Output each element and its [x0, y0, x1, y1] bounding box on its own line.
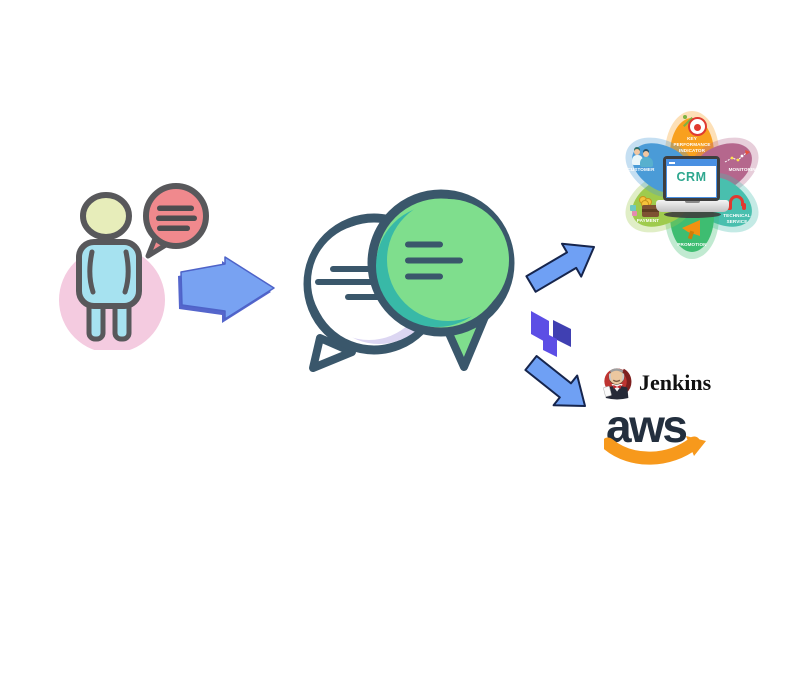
person-back — [632, 155, 643, 165]
terraform-stem — [543, 332, 557, 357]
speech-bubble-icon — [143, 183, 209, 259]
crm-screen-label: CRM — [676, 170, 707, 184]
person-front-head — [643, 150, 649, 157]
person-right-arm — [122, 249, 131, 295]
aws-logo: aws — [604, 400, 708, 468]
jenkins-mustache — [612, 379, 621, 383]
growth-chart-icon — [724, 150, 750, 163]
arrow-body — [180, 256, 275, 320]
green-chat-bubble — [367, 189, 515, 371]
target-icon — [680, 114, 710, 138]
megaphone-cone — [682, 220, 700, 236]
jenkins-mascot-icon — [603, 368, 632, 400]
jenkins-label: Jenkins — [639, 370, 712, 395]
user-figure — [59, 183, 209, 350]
chart-point — [736, 158, 740, 162]
speech-line — [157, 225, 190, 231]
aws-smile-arc — [604, 436, 701, 465]
person-left-arm — [87, 249, 96, 295]
headphones-icon — [727, 195, 746, 212]
person-icon — [76, 192, 142, 342]
petal-label-promotion: PROMOTION — [677, 242, 707, 247]
aws-label: aws — [606, 400, 688, 452]
petal-label-technical-service: TECHNICAL SERVICE — [723, 213, 751, 224]
crm-browser-window: CRM — [666, 159, 717, 198]
megaphone-icon — [682, 220, 700, 240]
browser-title-bar — [667, 160, 716, 166]
arrow-right-icon — [178, 256, 275, 323]
chat-line — [405, 257, 463, 264]
arrow-down-right-icon — [524, 355, 586, 407]
arrow-up-right-icon — [525, 242, 595, 293]
headphone-band — [729, 195, 744, 206]
crm-graphic: KEY PERFORMANCE INDICATOR MONITORING TEC… — [614, 111, 770, 259]
laptop-shadow — [664, 211, 721, 218]
white-bubble-tail — [309, 334, 356, 372]
chat-line — [330, 266, 373, 272]
chart-line — [724, 152, 747, 163]
aws-smile-icon — [604, 436, 706, 465]
chat-bubbles-icon — [303, 189, 515, 372]
person-back-head — [634, 148, 640, 155]
headphone-pad — [741, 203, 746, 210]
chart-point — [740, 154, 744, 158]
megaphone-handle — [687, 230, 695, 240]
jenkins-towel — [603, 386, 612, 397]
petal-label-customer: CUSTOMER — [627, 167, 655, 172]
petal-label-payment: PAYMENT — [636, 218, 660, 223]
aws-smile-arrowhead — [686, 436, 706, 456]
terraform-ribbon-right — [553, 320, 571, 347]
speech-line — [157, 205, 194, 211]
petal-label-monitoring: MONITORING — [728, 167, 760, 172]
chat-line — [405, 241, 443, 248]
terraform-logo-icon — [531, 311, 571, 357]
jenkins-sideburn — [621, 373, 625, 381]
gift-box — [630, 205, 636, 211]
petal-label-kpi: KEY PERFORMANCE INDICATOR — [673, 136, 711, 153]
headphone-pad — [727, 203, 732, 210]
jenkins-bowtie — [613, 384, 621, 389]
chat-line — [405, 273, 443, 280]
chart-point — [730, 156, 734, 160]
browser-bar-text — [669, 162, 675, 164]
person-front — [640, 157, 653, 167]
jenkins-hair — [609, 368, 624, 373]
gift-box — [632, 211, 637, 216]
laptop-base — [656, 200, 729, 212]
jenkins-suit — [605, 385, 629, 400]
jenkins-sideburn — [608, 373, 612, 381]
laptop-screen: CRM — [663, 156, 720, 201]
target-bullseye — [693, 123, 701, 131]
arrow-body — [524, 355, 586, 407]
wallet-flap — [642, 209, 659, 212]
arrow-body — [525, 242, 595, 293]
customers-icon — [632, 146, 654, 167]
dart-thrower — [683, 115, 687, 119]
person-head — [80, 192, 132, 240]
speech-line — [156, 215, 197, 221]
jenkins-logo: Jenkins — [602, 365, 714, 401]
wallet-icon — [630, 196, 660, 218]
chart-arrowhead — [745, 150, 750, 155]
